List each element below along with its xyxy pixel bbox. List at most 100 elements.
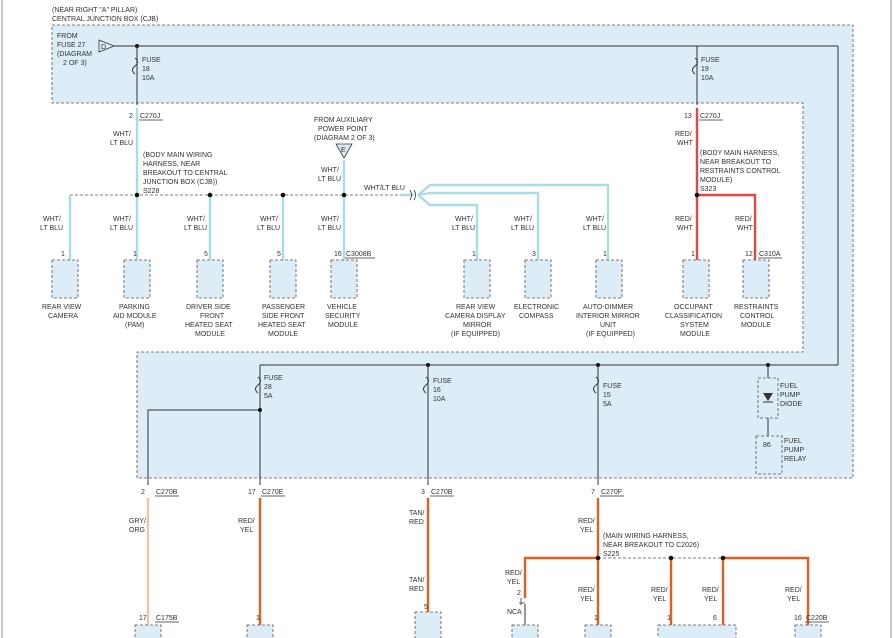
svg-text:PARKING: PARKING	[119, 304, 150, 311]
svg-text:15: 15	[603, 392, 611, 399]
aux-power-label: FROM AUXILIARY POWER POINT (DIAGRAM 2 OF…	[314, 117, 375, 142]
svg-text:VEHICLE: VEHICLE	[327, 304, 357, 311]
conn-c270b-b: C270B	[431, 489, 453, 496]
svg-text:10A: 10A	[701, 75, 714, 82]
wire-label-red-yel-g: RED/YEL	[785, 587, 802, 603]
svg-text:FUSE: FUSE	[264, 375, 283, 382]
svg-text:RED/: RED/	[238, 518, 255, 525]
pin-5-tan: 5	[424, 604, 428, 611]
svg-text:RED/: RED/	[785, 587, 802, 594]
svg-text:NEAR BREAKOUT TO: NEAR BREAKOUT TO	[700, 159, 772, 166]
svg-text:(MAIN WIRING HARNESS,: (MAIN WIRING HARNESS,	[603, 533, 689, 540]
pass-seat-connector	[269, 259, 297, 299]
svg-text:GRY/: GRY/	[129, 518, 146, 525]
fuse15-icon	[593, 376, 599, 394]
wire-label-red-yel-nca: RED/YEL	[505, 570, 522, 586]
svg-text:WHT: WHT	[677, 140, 694, 147]
svg-text:LT BLU: LT BLU	[318, 225, 341, 232]
nca-label: NCA	[507, 609, 522, 616]
svg-text:MODULE: MODULE	[680, 331, 710, 338]
wire-label-parking: WHT/LT BLU	[110, 216, 133, 232]
break-icon	[409, 189, 416, 201]
svg-text:WHT/: WHT/	[586, 216, 604, 223]
svg-text:(PAM): (PAM)	[125, 322, 144, 329]
svg-text:YEL: YEL	[240, 527, 253, 534]
s323-note: (BODY MAIN HARNESS, NEAR BREAKOUT TO RES…	[700, 150, 781, 184]
svg-text:(BODY MAIN HARNESS,: (BODY MAIN HARNESS,	[700, 150, 779, 157]
pin-2-c270b: 2	[141, 489, 145, 496]
svg-text:RED/: RED/	[675, 216, 692, 223]
from-fuse27-label: FROM FUSE 27 (DIAGRAM 2 OF 3)	[57, 33, 92, 67]
wire-label-dimmer: WHT/LT BLU	[583, 216, 606, 232]
svg-text:2 OF 3): 2 OF 3)	[63, 60, 87, 67]
svg-text:LT BLU: LT BLU	[110, 225, 133, 232]
svg-text:FUSE 27: FUSE 27	[57, 42, 86, 49]
svg-text:18: 18	[142, 66, 150, 73]
svg-text:FUSE: FUSE	[433, 378, 452, 385]
svg-text:FRONT: FRONT	[200, 313, 225, 320]
svg-text:LT BLU: LT BLU	[318, 176, 341, 183]
splice-s228	[134, 192, 140, 198]
svg-text:LT BLU: LT BLU	[257, 225, 280, 232]
parking-aid-connector	[123, 259, 151, 299]
svg-text:RED: RED	[409, 519, 424, 526]
svg-text:MIRROR: MIRROR	[463, 322, 491, 329]
fuse28-icon	[255, 376, 261, 394]
conn-c270b-a: C270B	[156, 489, 178, 496]
svg-text:(DIAGRAM: (DIAGRAM	[57, 51, 92, 58]
svg-text:10A: 10A	[142, 75, 155, 82]
svg-text:CAMERA DISPLAY: CAMERA DISPLAY	[445, 313, 506, 320]
wire-label-red-rcm: RED/WHT	[735, 216, 754, 232]
conn-c270e: C270E	[262, 489, 284, 496]
svg-text:YEL: YEL	[507, 579, 520, 586]
svg-text:RED/: RED/	[578, 587, 595, 594]
wire-label-compass: WHT/LT BLU	[511, 216, 534, 232]
cjb-location: (NEAR RIGHT "A" PILLAR)	[52, 7, 137, 14]
pin-pass: 5	[277, 251, 281, 258]
wire-red-wht-restraints	[697, 193, 757, 260]
svg-text:ORG: ORG	[129, 527, 145, 534]
pin-3-c270b: 3	[421, 489, 425, 496]
svg-text:WHT/: WHT/	[260, 216, 278, 223]
svg-text:TAN/: TAN/	[409, 510, 424, 517]
svg-text:NEAR BREAKOUT TO C2026): NEAR BREAKOUT TO C2026)	[603, 542, 699, 549]
pin-parking: 1	[133, 251, 137, 258]
wire-label-gry-org: GRY/ORG	[129, 518, 146, 534]
fuel-pump-relay-box	[755, 435, 783, 475]
svg-text:RED/: RED/	[578, 518, 595, 525]
svg-text:FUSE: FUSE	[701, 57, 720, 64]
svg-text:LT BLU: LT BLU	[452, 225, 475, 232]
conn-c220b: C220B	[806, 615, 828, 622]
wire-auto-dimmer	[417, 183, 610, 260]
pin-13-c270j: 13	[684, 113, 692, 120]
wire-label-trunk: WHT/ LT BLU	[110, 131, 133, 147]
flag-e-label: E	[341, 147, 346, 154]
wire-label-driver: WHT/LT BLU	[184, 216, 207, 232]
svg-text:HEATED SEAT: HEATED SEAT	[185, 322, 233, 329]
pin-nca: 2	[517, 590, 521, 597]
s228-label: S228	[143, 188, 159, 195]
s228-note: (BODY MAIN WIRING HARNESS, NEAR BREAKOUT…	[143, 152, 228, 186]
wire-inline-label: WHT/LT BLU	[364, 185, 405, 192]
svg-text:FROM AUXILIARY: FROM AUXILIARY	[314, 117, 373, 124]
svg-text:SIDE FRONT: SIDE FRONT	[262, 313, 305, 320]
svg-text:LT BLU: LT BLU	[511, 225, 534, 232]
wire-label-mirror: WHT/LT BLU	[452, 216, 475, 232]
s225-label: S225	[603, 551, 619, 558]
svg-text:DIODE: DIODE	[780, 401, 803, 408]
wire-nca	[523, 556, 598, 598]
svg-text:(BODY MAIN WIRING: (BODY MAIN WIRING	[143, 152, 212, 159]
conn-c3008b: C3008B	[346, 251, 372, 258]
svg-text:OCCUPANT: OCCUPANT	[674, 304, 713, 311]
svg-text:INTERIOR MIRROR: INTERIOR MIRROR	[576, 313, 640, 320]
svg-text:ELECTRONIC: ELECTRONIC	[514, 304, 559, 311]
pin-compass: 3	[532, 251, 536, 258]
wire-label-pass: WHT/LT BLU	[257, 216, 280, 232]
